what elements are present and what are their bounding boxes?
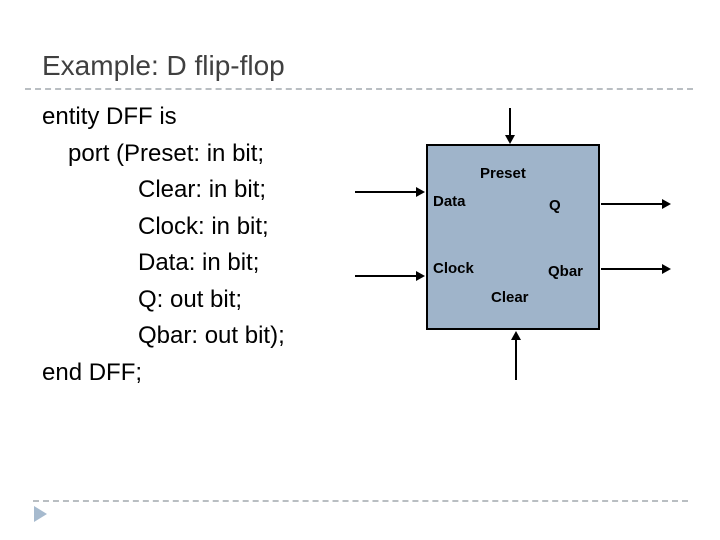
arrow-line	[509, 108, 511, 138]
port-label-preset: Preset	[480, 165, 526, 182]
code-line: port (Preset: in bit;	[68, 139, 265, 167]
dff-block	[426, 144, 600, 330]
arrowhead-right-icon	[662, 264, 671, 274]
port-label-clock: Clock	[433, 260, 474, 277]
arrow-line	[601, 203, 663, 205]
port-label-data: Data	[433, 193, 466, 210]
arrowhead-right-icon	[416, 187, 425, 197]
port-label-qbar: Qbar	[548, 263, 584, 280]
code-line: Q: out bit;	[138, 285, 243, 313]
arrow-line	[515, 339, 517, 380]
code-line: entity DFF is	[42, 103, 177, 130]
arrow-line	[601, 268, 663, 270]
port-label-clear: Clear	[491, 289, 529, 306]
code-line: Data: in bit;	[138, 249, 260, 276]
arrow-line	[355, 191, 417, 193]
arrowhead-down-icon	[505, 135, 515, 144]
code-line: Qbar: out bit);	[138, 322, 285, 349]
arrowhead-up-icon	[511, 331, 521, 340]
slide-title: Example: D flip-flop	[42, 50, 285, 81]
arrowhead-right-icon	[662, 199, 671, 209]
play-triangle-icon	[34, 506, 47, 522]
arrowhead-right-icon	[416, 271, 425, 281]
port-label-q: Q	[549, 197, 561, 214]
title-divider	[25, 88, 693, 90]
code-line: Clock: in bit;	[138, 212, 269, 240]
footer-divider	[33, 500, 688, 502]
vhdl-code-block: entity DFF is port (Preset: in bit; Clea…	[42, 99, 285, 391]
code-line: end DFF;	[42, 358, 143, 386]
arrow-line	[355, 275, 417, 277]
code-line: Clear: in bit;	[138, 176, 267, 203]
